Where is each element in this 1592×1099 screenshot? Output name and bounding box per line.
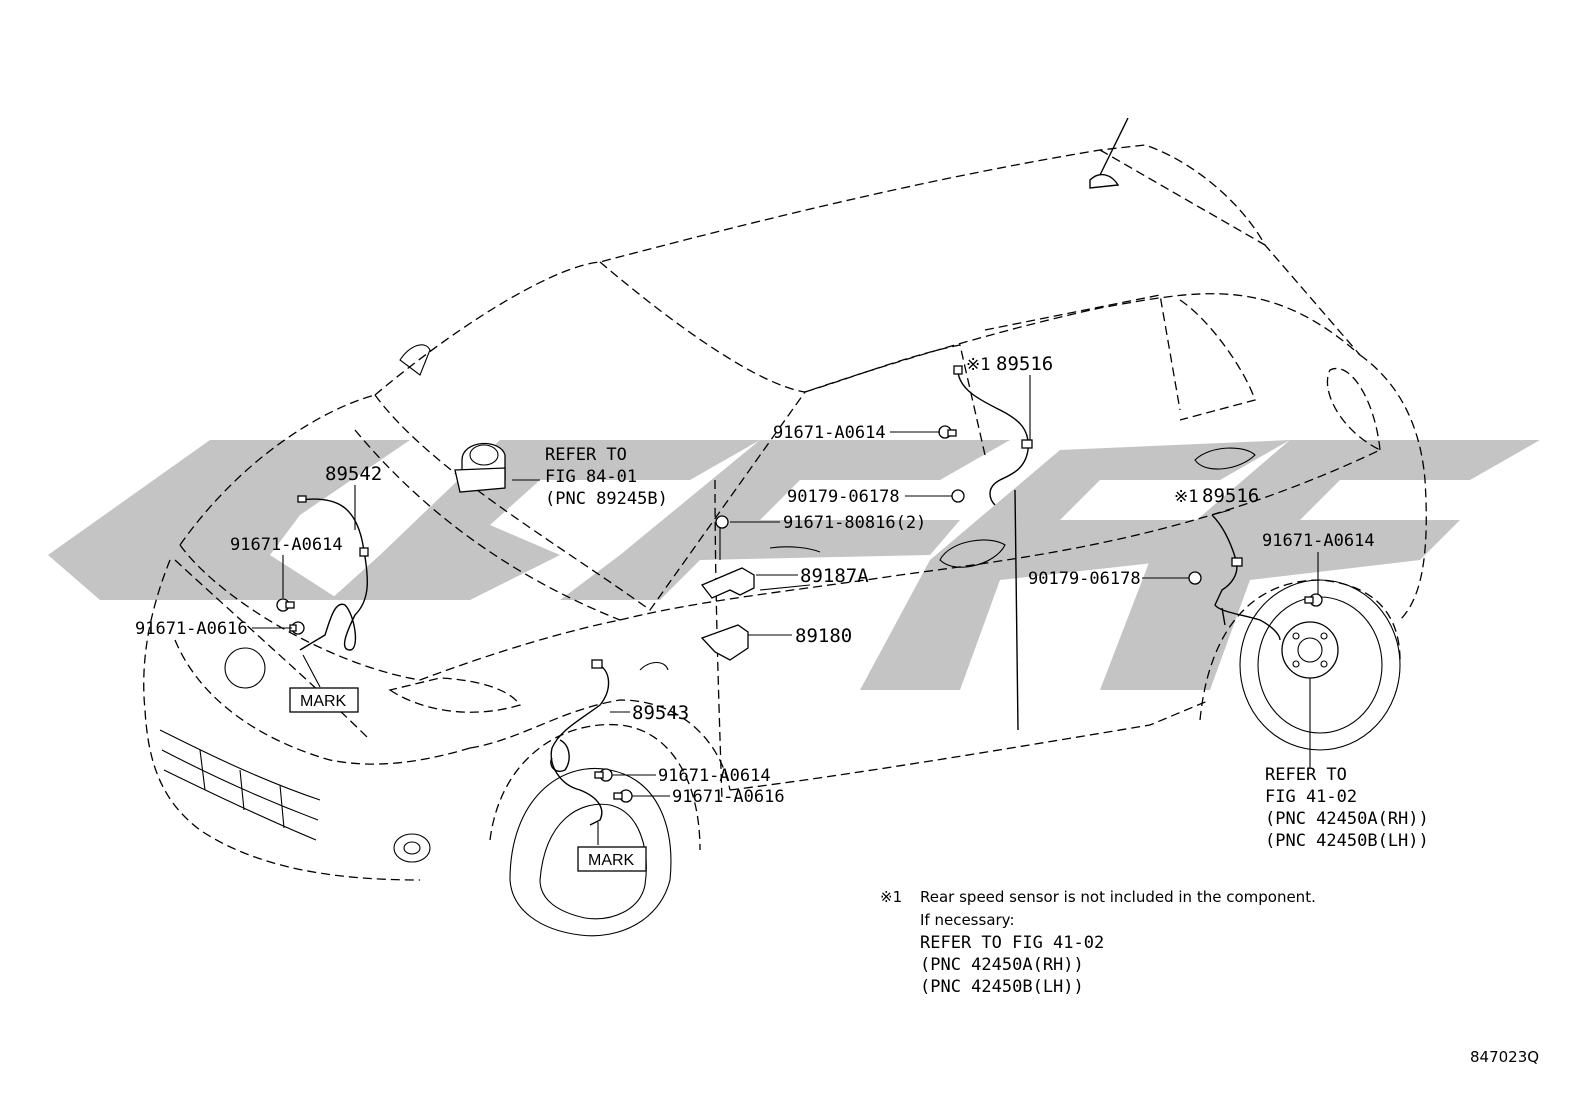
refer-b-line4: (PNC 42450B(LH)) [1265,831,1429,851]
footnote: ※1 Rear speed sensor is not included in … [880,888,1316,997]
ref-mark-top: ※1 [966,355,990,375]
label-rear-06178: 90179-06178 [1028,569,1141,589]
mark-left: MARK [588,852,635,869]
bolt-front-a0616 [289,621,305,635]
car-body-outline [143,117,1427,937]
bolt-left-a0616 [613,789,633,803]
part-89543-sensor-wire [550,659,610,826]
label-front-a0616: 91671-A0616 [135,619,248,639]
refer-b-line2: FIG 41-02 [1265,787,1357,807]
label-89543: 89543 [632,702,689,724]
refer-b-line3: (PNC 42450A(RH)) [1265,809,1429,829]
refer-a-line3: (PNC 89245B) [545,489,668,509]
nut-rear-06178 [1188,571,1202,585]
part-89187a-bracket [700,515,821,599]
label-rear-a0614: 91671-A0614 [1262,531,1375,551]
label-left-a0616: 91671-A0616 [672,787,785,807]
footnote-marker: ※1 [880,888,902,906]
label-89516-top: 89516 [996,353,1053,375]
nut-top-06178 [951,489,965,503]
refer-b-line1: REFER TO [1265,765,1347,785]
footnote-line4: (PNC 42450A(RH)) [920,955,1084,975]
label-89516-rear: 89516 [1202,485,1259,507]
label-door-a0614: 91671-A0614 [773,423,886,443]
label-89180: 89180 [795,625,852,647]
part-89245b-module [454,442,506,493]
label-89187a: 89187A [800,565,869,587]
part-89516-sensor-rear [1211,514,1281,641]
bolt-rear-a0614 [1304,593,1323,607]
watermark-logo [48,440,1540,690]
leader-lines [252,375,1319,845]
part-labels: 89542 91671-A0614 91671-A0616 MARK REFER… [135,353,1429,872]
bolt-door-a0614 [938,425,957,439]
mark-box-left [577,846,647,872]
bolt-left-a0614 [594,768,613,782]
footnote-line3: REFER TO FIG 41-02 [920,933,1104,953]
label-89542: 89542 [325,463,382,485]
mark-box-front [289,687,359,713]
figure-id: 847023Q [1470,1048,1539,1066]
label-left-a0614: 91671-A0614 [658,766,771,786]
label-80816: 91671-80816(2) [783,513,926,533]
label-front-a0614: 91671-A0614 [230,535,343,555]
footnote-line2: If necessary: [920,911,1015,929]
part-89542-sensor-wire [297,495,369,651]
rear-hub-assembly [1281,621,1339,679]
refer-a-line1: REFER TO [545,445,627,465]
part-89516-sensor-top [953,365,1033,506]
footnote-line5: (PNC 42450B(LH)) [920,977,1084,997]
ref-mark-rear: ※1 [1174,487,1198,507]
footnote-line1: Rear speed sensor is not included in the… [920,888,1316,906]
refer-a-line2: FIG 84-01 [545,467,637,487]
mark-front: MARK [300,693,347,710]
label-top-06178: 90179-06178 [787,487,900,507]
bolt-front-a0614 [276,598,295,612]
part-89180-sensor [639,624,749,671]
